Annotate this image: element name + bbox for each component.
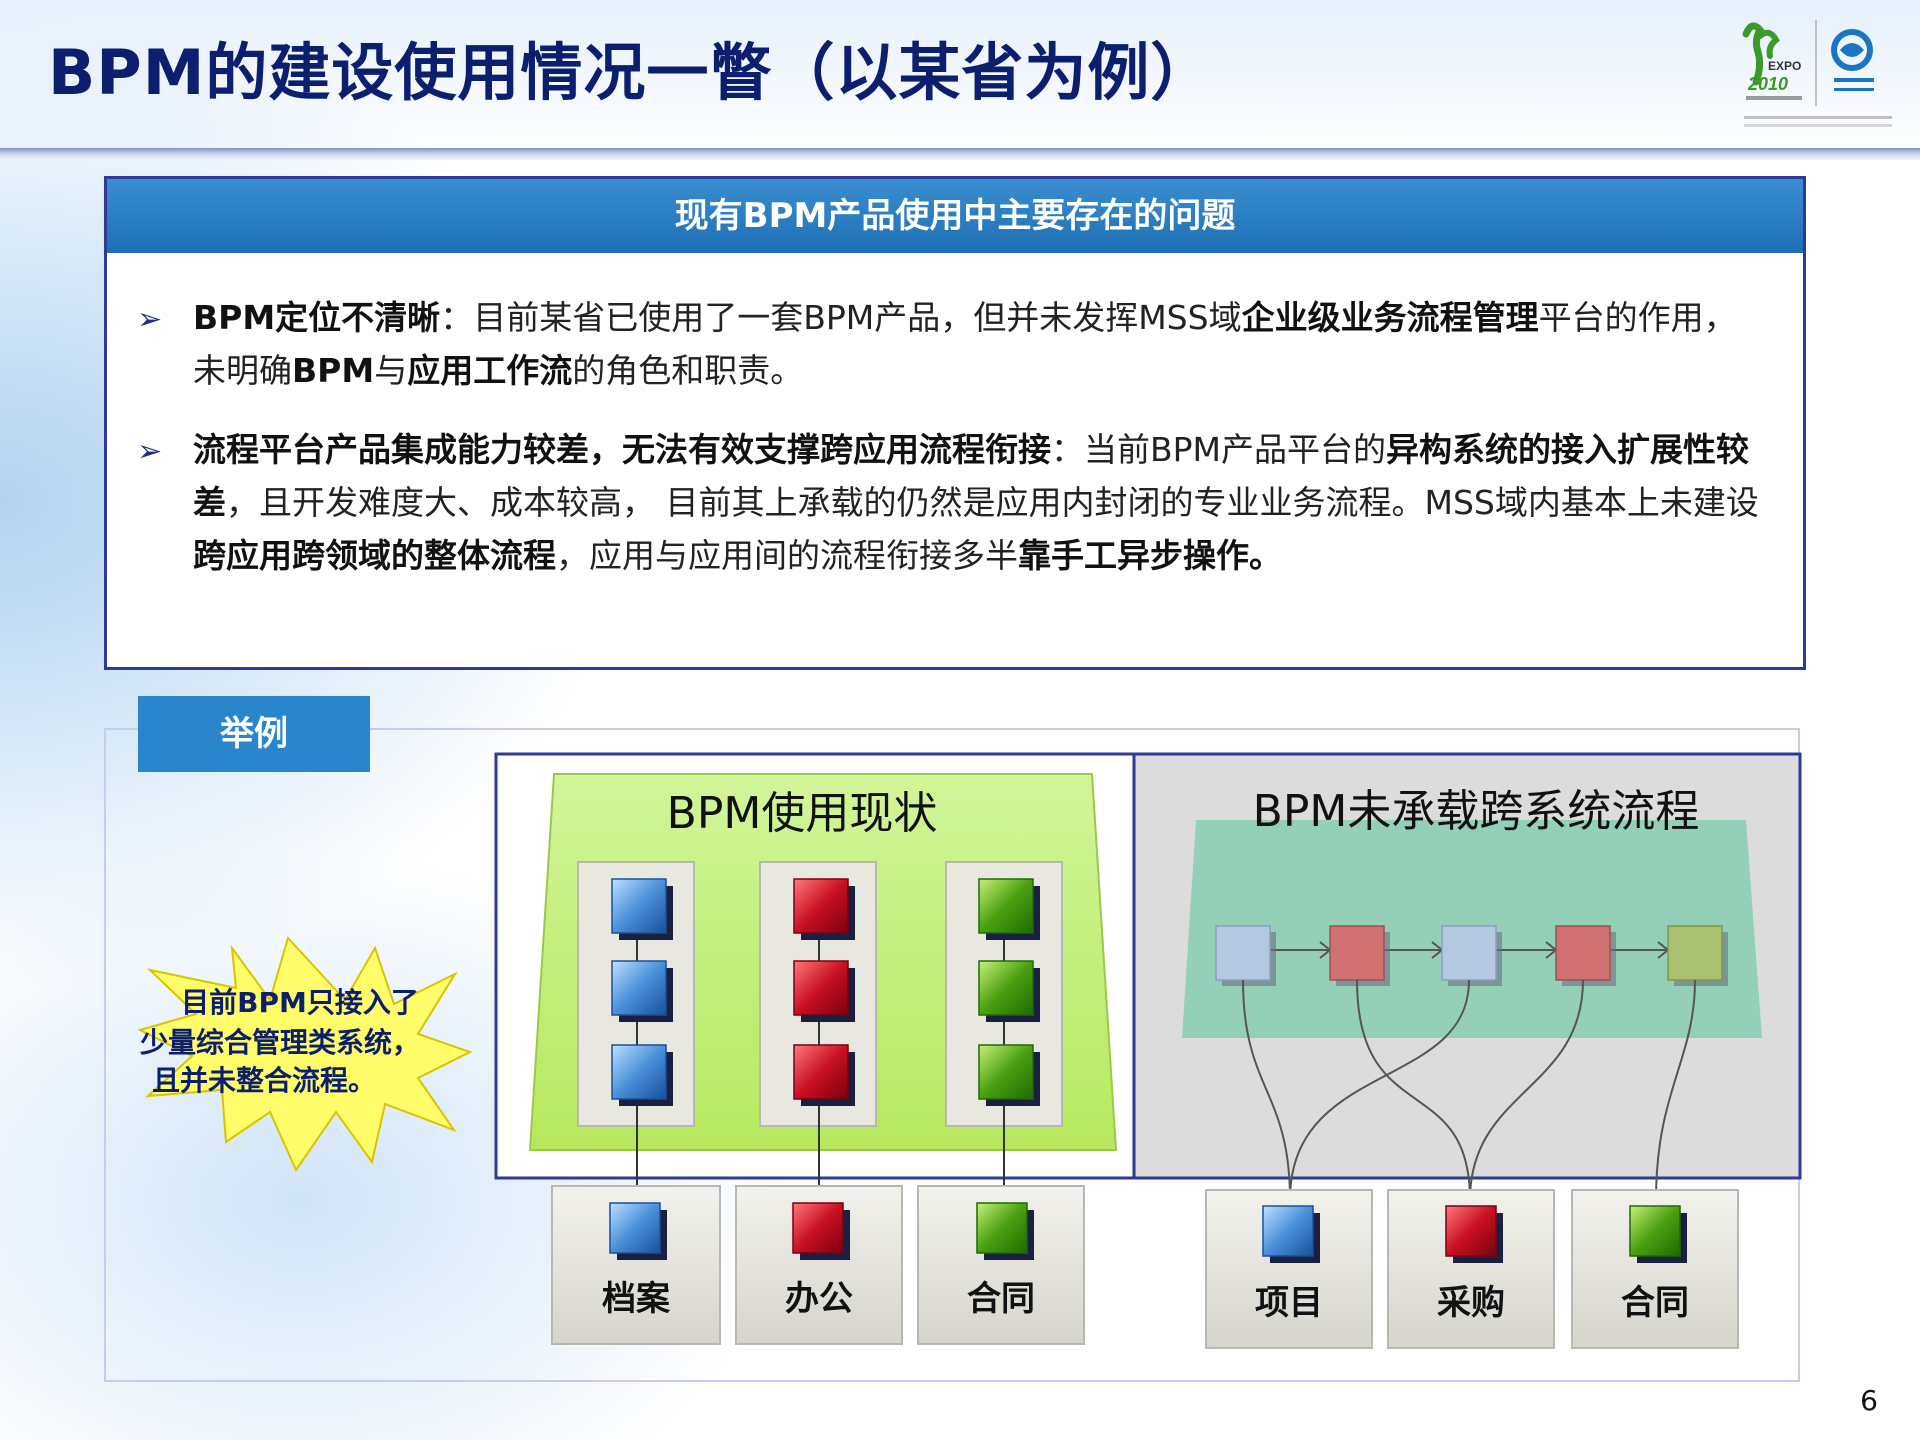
system-box-contract: 合同 bbox=[917, 1185, 1085, 1345]
system-label-contract-right: 合同 bbox=[1621, 1283, 1689, 1323]
problem-item-1-text-b: 平台的作用，未明确 bbox=[193, 298, 1737, 390]
title-underline bbox=[0, 148, 1920, 160]
problem-item-1-text-d: 的角色和职责。 bbox=[572, 351, 804, 390]
process-node bbox=[611, 878, 673, 940]
system-box-procurement: 采购 bbox=[1387, 1189, 1555, 1349]
flow-arrows bbox=[1270, 941, 1670, 959]
page-number: 6 bbox=[1860, 1384, 1878, 1417]
process-node bbox=[793, 878, 855, 940]
callout-starburst: 目前BPM只接入了 少量综合管理类系统， 且并未整合流程。 bbox=[137, 936, 473, 1173]
system-label-office: 办公 bbox=[785, 1279, 853, 1319]
cross-system-links bbox=[1242, 979, 1696, 1201]
system-box-project: 项目 bbox=[1205, 1189, 1373, 1349]
system-box-office: 办公 bbox=[735, 1185, 903, 1345]
process-node bbox=[978, 878, 1040, 940]
expo-china-mobile-logo: EXPO 2010 bbox=[1742, 20, 1892, 127]
slide-title: BPM的建设使用情况一瞥（以某省为例） bbox=[48, 36, 1214, 109]
system-label-project: 项目 bbox=[1255, 1283, 1323, 1323]
process-node bbox=[978, 960, 1040, 1022]
problem-item-1: ➢ BPM定位不清晰：目前某省已使用了一套BPM产品，但并未发挥MSS域企业级业… bbox=[137, 291, 1763, 397]
arrow-bullet-icon: ➢ bbox=[137, 434, 163, 469]
problem-item-2-text-a: ：当前BPM产品平台的 bbox=[1051, 430, 1387, 469]
system-label-archive: 档案 bbox=[602, 1279, 671, 1319]
svg-text:2010: 2010 bbox=[1747, 74, 1788, 94]
problem-item-1-bold-c: 应用工作流 bbox=[407, 351, 573, 390]
callout-line-2: 少量综合管理类系统， bbox=[140, 1026, 420, 1059]
flow-node bbox=[1667, 925, 1728, 986]
callout-line-1: 目前BPM只接入了 bbox=[181, 986, 419, 1019]
expo-logo-icon: EXPO 2010 bbox=[1742, 22, 1802, 100]
system-box-archive: 档案 bbox=[551, 1185, 721, 1345]
bpm-usage-title: BPM使用现状 bbox=[667, 788, 938, 839]
flow-node bbox=[1441, 925, 1502, 986]
process-node bbox=[978, 1044, 1040, 1106]
problem-item-1-text-c: 与 bbox=[374, 351, 408, 390]
problem-item-2-text-c: ，应用与应用间的流程衔接多半 bbox=[556, 536, 1018, 575]
system-box-contract-right: 合同 bbox=[1571, 1189, 1739, 1349]
problem-item-2-text-b: ，且开发难度大、成本较高， 目前其上承载的仍然是应用内封闭的专业业务流程。MSS… bbox=[226, 483, 1759, 522]
china-mobile-logo-icon bbox=[1831, 29, 1874, 91]
problem-item-2-text: 流程平台产品集成能力较差，无法有效支撑跨应用流程衔接：当前BPM产品平台的异构系… bbox=[193, 423, 1763, 582]
problem-item-2-bold-a: 异构系统的接入扩展性较差 bbox=[193, 430, 1750, 522]
process-node bbox=[793, 960, 855, 1022]
cross-system-title: BPM未承载跨系统流程 bbox=[1253, 786, 1700, 837]
problem-item-2-lead: 流程平台产品集成能力较差，无法有效支撑跨应用流程衔接 bbox=[193, 430, 1051, 469]
svg-text:EXPO: EXPO bbox=[1768, 59, 1801, 73]
problems-panel: 现有BPM产品使用中主要存在的问题 ➢ BPM定位不清晰：目前某省已使用了一套B… bbox=[104, 176, 1806, 670]
flow-node bbox=[1555, 925, 1616, 986]
flow-node bbox=[1215, 925, 1276, 986]
problem-item-2: ➢ 流程平台产品集成能力较差，无法有效支撑跨应用流程衔接：当前BPM产品平台的异… bbox=[137, 423, 1763, 582]
problem-item-1-text-a: ：目前某省已使用了一套BPM产品，但并未发挥MSS域 bbox=[440, 298, 1242, 337]
callout-line-3: 且并未整合流程。 bbox=[152, 1064, 376, 1097]
system-label-contract: 合同 bbox=[967, 1279, 1035, 1319]
process-node bbox=[611, 1044, 673, 1106]
problem-item-2-bold-b: 跨应用跨领域的整体流程 bbox=[193, 536, 556, 575]
problem-item-2-bold-c: 靠手工异步操作。 bbox=[1018, 536, 1282, 575]
problem-item-1-text: BPM定位不清晰：目前某省已使用了一套BPM产品，但并未发挥MSS域企业级业务流… bbox=[193, 291, 1763, 397]
example-tab: 举例 bbox=[138, 696, 370, 772]
problem-item-1-bold-b: BPM bbox=[292, 351, 375, 390]
flow-node bbox=[1329, 925, 1390, 986]
problem-item-1-lead: BPM定位不清晰 bbox=[193, 298, 441, 337]
system-label-procurement: 采购 bbox=[1437, 1283, 1505, 1323]
problems-header: 现有BPM产品使用中主要存在的问题 bbox=[107, 179, 1803, 253]
process-node bbox=[611, 960, 673, 1022]
problem-item-1-bold-a: 企业级业务流程管理 bbox=[1241, 298, 1539, 337]
arrow-bullet-icon: ➢ bbox=[137, 302, 163, 337]
process-node bbox=[793, 1044, 855, 1106]
